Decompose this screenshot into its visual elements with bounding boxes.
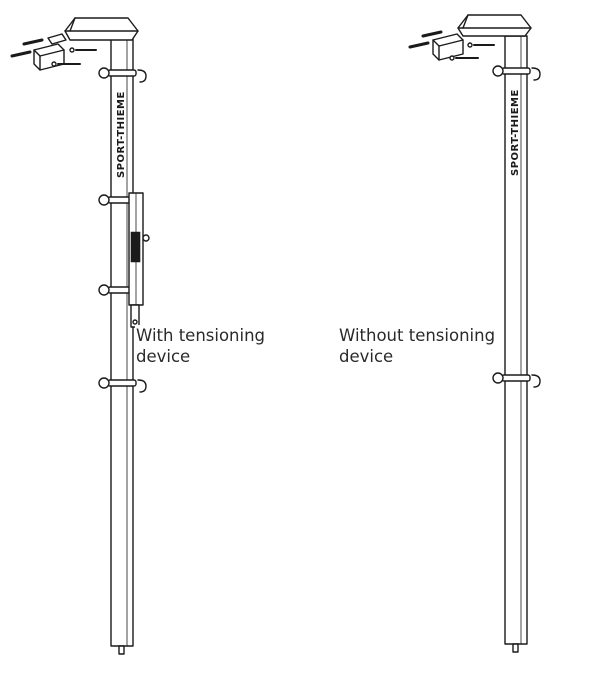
net-ring-1 — [98, 67, 147, 83]
post-without-tensioning-device: SPORT-THIEME — [408, 14, 541, 653]
pole-bottom-pin — [118, 645, 125, 655]
brand-logo: SPORT-THIEME — [116, 91, 127, 178]
caption-line-2: device — [339, 347, 394, 366]
caption-line-2: device — [136, 347, 191, 366]
post-with-tensioning-device: SPORT-THIEME — [10, 17, 150, 655]
top-cap-plate — [64, 17, 139, 41]
net-ring-1 — [492, 65, 541, 81]
top-cap-plate — [457, 14, 532, 37]
caption-with-tensioning-device: With tensioning device — [135, 325, 267, 367]
caption-line-1: With tensioning — [136, 326, 266, 345]
net-ring-2 — [492, 372, 541, 388]
screw-set — [10, 38, 97, 67]
tensioning-device — [128, 192, 150, 328]
caption-line-1: Without tensioning — [339, 326, 496, 345]
caption-without-tensioning-device: Without tensioning device — [338, 325, 497, 367]
wall-bracket — [432, 33, 464, 61]
pole-bottom-pin — [512, 643, 519, 653]
brand-logo: SPORT-THIEME — [510, 89, 521, 176]
wall-bracket — [33, 33, 67, 71]
net-ring-4 — [98, 377, 147, 393]
screw-set — [408, 30, 495, 61]
